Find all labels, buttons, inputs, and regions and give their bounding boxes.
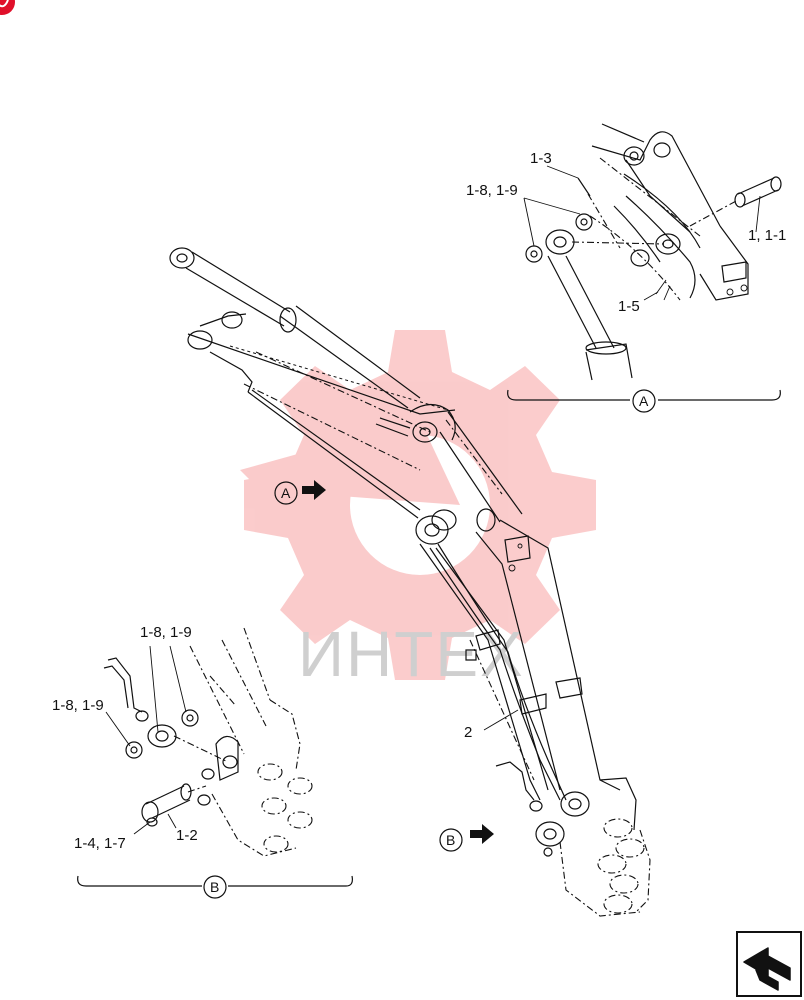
part-label-1-5: 1-5	[618, 298, 640, 315]
part-label-1-3: 1-3	[530, 150, 552, 167]
view-b-callout	[439, 824, 494, 852]
part-label-1-2: 1-2	[176, 827, 198, 844]
corner-badge-icon	[0, 0, 15, 15]
callout-b-arrow-letter: B	[446, 832, 455, 848]
callout-a-detail-letter: A	[639, 393, 649, 409]
watermark-text: ИНТЕХ	[298, 618, 525, 690]
detail-a-view	[507, 123, 782, 413]
part-label-1-8-1-9-a: 1-8, 1-9	[466, 182, 518, 199]
callout-a-arrow-letter: A	[281, 485, 291, 501]
view-a-callout	[274, 480, 326, 505]
part-label-1-8-1-9-b2: 1-8, 1-9	[52, 697, 104, 714]
part-label-1-4-1-7: 1-4, 1-7	[74, 835, 126, 852]
part-label-1-1-1: 1, 1-1	[748, 227, 786, 244]
part-label-2: 2	[464, 724, 472, 741]
boom-assembly	[169, 247, 651, 917]
detail-b-view	[77, 627, 353, 899]
return-arrow-button[interactable]	[736, 931, 802, 997]
return-arrow-icon	[743, 947, 791, 991]
watermark-gear-icon	[240, 330, 596, 680]
part-label-1-8-1-9-b1: 1-8, 1-9	[140, 624, 192, 641]
callout-b-detail-letter: B	[210, 879, 219, 895]
